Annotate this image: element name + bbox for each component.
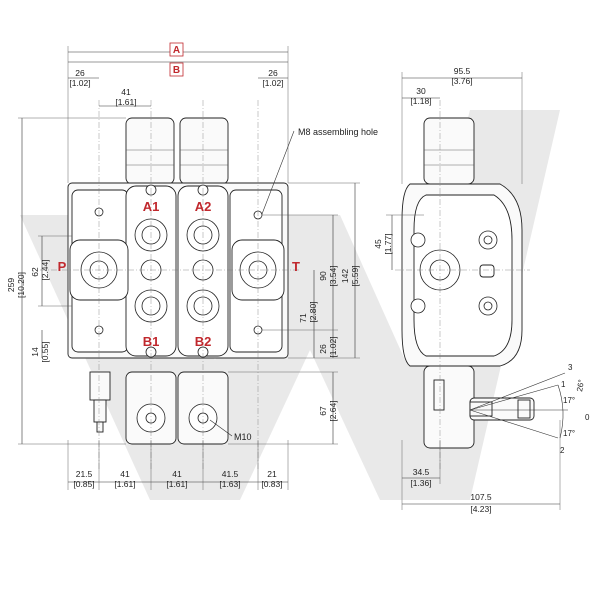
dim-71: 71 <box>298 313 308 323</box>
port-b2-label: B2 <box>195 334 212 349</box>
lever-positions <box>469 372 568 439</box>
dim-side-107-in: [4.23] <box>470 504 491 514</box>
port-p-label: P <box>58 259 67 274</box>
side-view <box>395 100 535 470</box>
dim-top-left: 26 <box>75 68 85 78</box>
dim-bottom-1: 21.5 <box>76 469 93 479</box>
dim-bottom-1-in: [0.85] <box>73 479 94 489</box>
angle-17-top: 17° <box>563 396 575 405</box>
dim-67-in: [2.64] <box>328 400 338 421</box>
pos-3: 3 <box>568 363 573 372</box>
right-dimensions <box>228 182 360 445</box>
dim-26-right: 26 <box>318 344 328 354</box>
m10-note: M10 <box>234 432 252 442</box>
left-dimensions <box>18 117 126 445</box>
angle-17-bottom: 17° <box>563 429 575 438</box>
box-a-label: A <box>173 45 180 56</box>
dim-top-right: 26 <box>268 68 278 78</box>
pos-2: 2 <box>560 446 565 455</box>
bottom-dimensions <box>67 440 289 490</box>
side-dimensions <box>386 72 561 510</box>
dim-bottom-5: 21 <box>267 469 277 479</box>
m8-leader <box>261 130 295 215</box>
port-t-label: T <box>292 259 300 274</box>
dimension-a-b <box>67 42 289 183</box>
dim-71-in: [2.80] <box>308 301 318 322</box>
dim-top-mid: 41 <box>121 87 131 97</box>
dim-top-mid-in: [1.61] <box>115 97 136 107</box>
dim-259: 259 <box>6 278 16 292</box>
dim-side-30-in: [1.18] <box>410 96 431 106</box>
dim-142-in: [5.59] <box>350 265 360 286</box>
pos-1: 1 <box>561 380 566 389</box>
dim-bottom-5-in: [0.83] <box>261 479 282 489</box>
port-a1-label: A1 <box>143 199 160 214</box>
dim-62: 62 <box>30 267 40 277</box>
dim-bottom-4: 41.5 <box>222 469 239 479</box>
dim-top-right-in: [1.02] <box>262 78 283 88</box>
dim-side-30: 30 <box>416 86 426 96</box>
dim-259-in: [10.20] <box>16 272 26 298</box>
port-b1-label: B1 <box>143 334 160 349</box>
dim-14-in: [0.55] <box>40 341 50 362</box>
top-dimensions <box>68 77 288 107</box>
m10-leader <box>209 419 233 437</box>
dim-bottom-2-in: [1.61] <box>114 479 135 489</box>
dim-side-95-in: [3.76] <box>451 76 472 86</box>
m8-note: M8 assembling hole <box>298 127 378 137</box>
dim-side-45-in: [1.77] <box>383 233 393 254</box>
dim-bottom-2: 41 <box>120 469 130 479</box>
dim-top-left-in: [1.02] <box>69 78 90 88</box>
dim-side-45: 45 <box>373 239 383 249</box>
port-a2-label: A2 <box>195 199 212 214</box>
dim-14: 14 <box>30 347 40 357</box>
dim-side-34-in: [1.36] <box>410 478 431 488</box>
dim-67: 67 <box>318 406 328 416</box>
dim-62-in: [2.44] <box>40 259 50 280</box>
dim-26-right-in: [1.02] <box>328 336 338 357</box>
dim-90-in: [3.54] <box>328 265 338 286</box>
dim-142: 142 <box>340 269 350 283</box>
dim-bottom-4-in: [1.63] <box>219 479 240 489</box>
front-view <box>40 100 300 470</box>
box-b-label: B <box>173 65 180 76</box>
dim-bottom-3: 41 <box>172 469 182 479</box>
dim-bottom-3-in: [1.61] <box>166 479 187 489</box>
dim-90: 90 <box>318 271 328 281</box>
pos-0: 0 <box>585 413 590 422</box>
dim-side-95: 95.5 <box>454 66 471 76</box>
dim-side-34: 34.5 <box>413 467 430 477</box>
dim-side-107: 107.5 <box>470 492 492 502</box>
angle-26: 26° <box>575 379 586 392</box>
